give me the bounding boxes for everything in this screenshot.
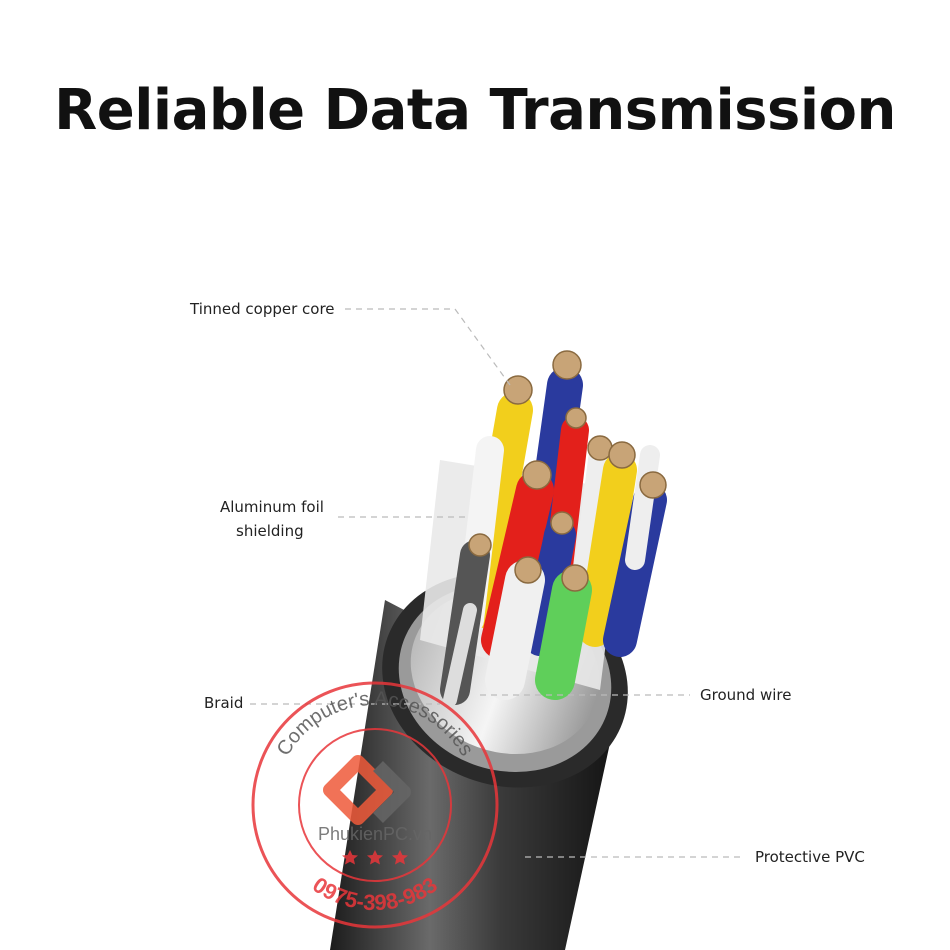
label-protective-pvc: Protective PVC xyxy=(755,848,865,866)
label-aluminum-foil-line2: shielding xyxy=(236,522,304,540)
stamp-brand: PhukienPC.vn xyxy=(318,824,432,844)
stamp-arc-text: Computer's Accessories xyxy=(273,688,478,760)
label-aluminum-foil-line1: Aluminum foil xyxy=(220,498,324,516)
stamp-stars xyxy=(342,850,408,865)
label-tinned-copper-core: Tinned copper core xyxy=(190,300,335,318)
stamp-phone: 0975-398-983 xyxy=(308,872,441,915)
copper-cores xyxy=(468,350,667,592)
svg-text:Computer's Accessories: Computer's Accessories xyxy=(273,688,478,760)
watermark-stamp xyxy=(251,681,499,929)
label-braid: Braid xyxy=(204,694,244,712)
leader-lines xyxy=(250,308,745,858)
page-title: Reliable Data Transmission xyxy=(54,78,896,143)
svg-text:0975-398-983: 0975-398-983 xyxy=(308,872,441,915)
label-ground-wire: Ground wire xyxy=(700,686,792,704)
